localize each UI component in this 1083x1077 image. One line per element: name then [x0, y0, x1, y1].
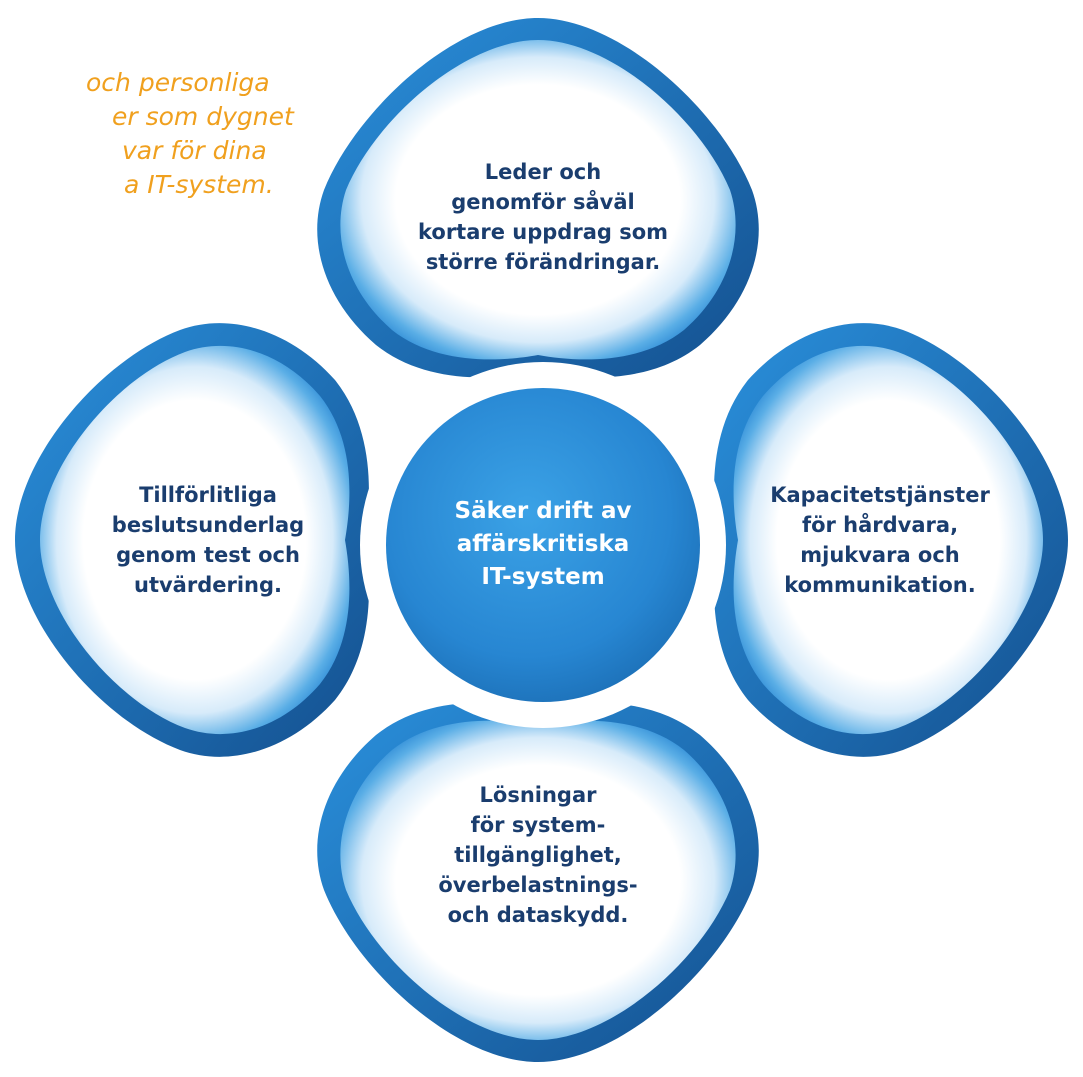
petal-left-line-3: genom test och [116, 543, 300, 567]
petal-bottom-line-4: överbelastnings- [438, 873, 638, 897]
petal-right-line-2: för hårdvara, [801, 513, 959, 537]
petal-top-line-1: Leder och [484, 160, 602, 184]
petal-top-text: Leder och genomför såväl kortare uppdrag… [393, 157, 693, 277]
intro-line-1: och personliga [86, 68, 270, 97]
petal-top-line-2: genomför såväl [451, 190, 635, 214]
petal-left-line-4: utvärdering. [134, 573, 282, 597]
petal-bottom-line-1: Lösningar [479, 783, 597, 807]
petal-top [317, 18, 759, 378]
petal-left [15, 323, 369, 757]
petal-left-text: Tillförlitliga beslutsunderlag genom tes… [88, 480, 328, 600]
petal-right-text: Kapacitetstjänster för hårdvara, mjukvar… [740, 480, 1020, 600]
intro-line-4: a IT-system. [124, 170, 274, 199]
petal-top-line-4: större förändringar. [425, 250, 661, 274]
petal-right-line-1: Kapacitetstjänster [770, 483, 990, 507]
petal-bottom-line-5: och dataskydd. [447, 903, 629, 927]
petal-right [714, 323, 1068, 757]
hub-line-1: Säker drift av [454, 498, 632, 524]
petal-bottom-line-3: tillgänglighet, [454, 843, 622, 867]
hub-line-2: affärskritiska [456, 531, 630, 557]
hub-circle [386, 388, 700, 702]
petal-left-line-1: Tillförlitliga [139, 483, 277, 507]
intro-line-2: er som dygnet [112, 102, 294, 131]
petal-top-line-3: kortare uppdrag som [417, 220, 669, 244]
intro-line-3: var för dina [122, 136, 267, 165]
petal-bottom-text: Lösningar för system- tillgänglighet, öv… [418, 780, 658, 930]
petal-left-line-2: beslutsunderlag [111, 513, 305, 537]
hub-text: Säker drift av affärskritiska IT-system [403, 495, 683, 594]
petal-bottom [317, 702, 759, 1062]
hub-line-3: IT-system [481, 564, 605, 590]
intro-text: och personliga er som dygnet var för din… [0, 66, 300, 246]
petal-right-line-4: kommunikation. [784, 573, 976, 597]
petal-bottom-line-2: för system- [470, 813, 606, 837]
petal-right-line-3: mjukvara och [800, 543, 960, 567]
